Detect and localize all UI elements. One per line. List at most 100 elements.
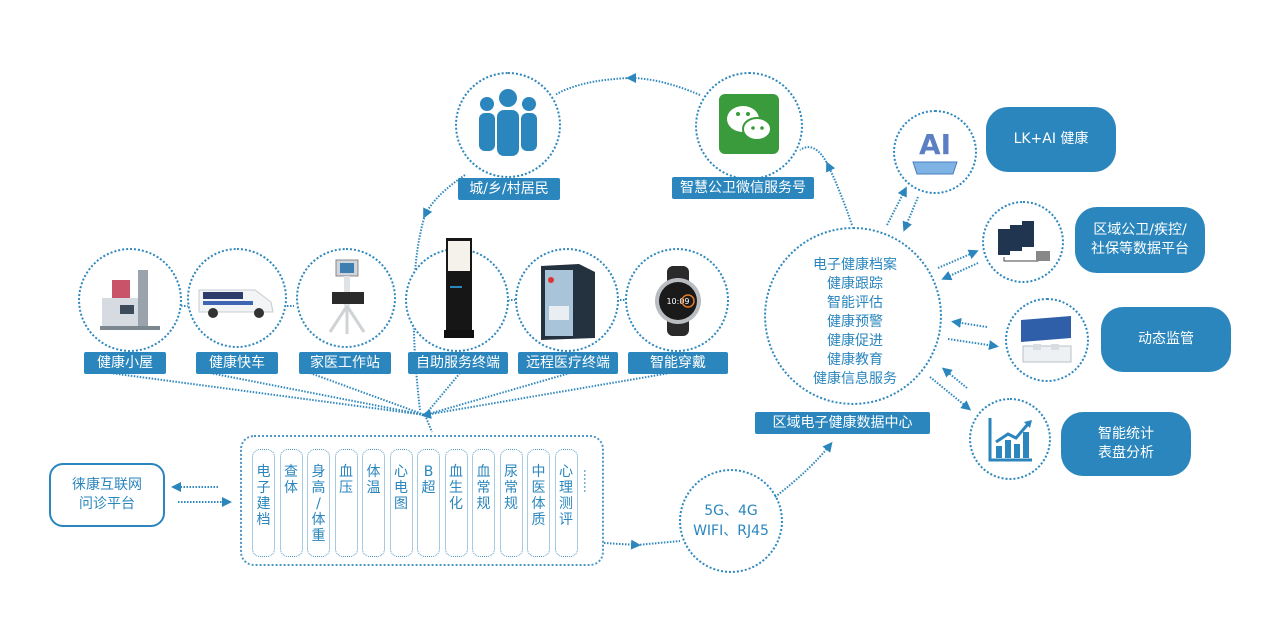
metric-char: 查: [284, 464, 298, 480]
data-center-service: 健康预警: [827, 314, 883, 330]
wechat-node: [695, 72, 803, 180]
network-line-1: 5G、4G: [704, 503, 758, 519]
people-group-icon: [479, 89, 537, 156]
metric-char: 化: [449, 496, 463, 512]
health-cabin-icon: [100, 270, 160, 330]
output-box-server[interactable]: 区域公卫/疾控/ 社保等数据平台: [1075, 207, 1205, 273]
arrow-ai-to-dc: [902, 196, 919, 232]
metric-char: 体: [531, 496, 546, 512]
metric-char: 高: [311, 480, 326, 496]
metric-char: 图: [394, 496, 408, 512]
data-center-service: 健康信息服务: [813, 371, 897, 387]
svg-text:AI: AI: [919, 128, 951, 161]
metric-item: 血压: [334, 449, 358, 557]
metric-char: 超: [421, 480, 436, 496]
link-telemed: [424, 372, 571, 416]
metric-char: 血: [339, 464, 353, 480]
metric-char: 建: [256, 496, 271, 512]
data-center-node: [764, 227, 942, 405]
data-center-label: 区域电子健康数据中心: [755, 412, 930, 434]
self-service-kiosk-icon: [444, 238, 474, 338]
metric-char: 质: [531, 512, 546, 528]
output-chart-line-2: 表盘分析: [1098, 445, 1154, 461]
metric-char: 体: [284, 480, 298, 496]
device-label-van: 健康快车: [196, 352, 278, 374]
metric-char: 心: [394, 464, 408, 480]
device-label-cabin: 健康小屋: [84, 352, 166, 374]
metric-item: 心电图: [389, 449, 413, 557]
metric-char: 血: [449, 464, 463, 480]
metric-char: 理: [559, 480, 573, 496]
metric-item: 身高/体重: [307, 449, 330, 557]
link-wearable: [421, 372, 671, 419]
metric-char: 医: [531, 480, 546, 496]
output-ai-text: LK+AI 健康: [1013, 131, 1089, 147]
inquiry-line-2: 问诊平台: [79, 496, 135, 512]
link-station: [309, 372, 426, 416]
device-label-kiosk: 自助服务终端: [408, 352, 508, 374]
metric-item: 电子建档: [252, 449, 275, 557]
metric-char: 电: [256, 464, 271, 480]
metric-char: 常: [504, 480, 518, 496]
metric-char: 测: [559, 496, 573, 512]
output-box-ai[interactable]: LK+AI 健康: [986, 107, 1116, 172]
metric-char: 压: [339, 480, 353, 496]
svg-text:10:09: 10:09: [666, 297, 689, 306]
metric-item: 查体: [279, 449, 303, 557]
doctor-workstation-icon: [328, 259, 366, 334]
growth-chart-icon: [988, 418, 1032, 462]
server-network-icon: [998, 221, 1050, 262]
health-van-icon: [198, 289, 274, 318]
output-server-line-1: 区域公卫/疾控/: [1093, 222, 1187, 238]
arc-datacenter-to-wechat: [826, 161, 853, 226]
device-node-wearable: 10:09: [625, 248, 729, 352]
output-box-chart[interactable]: 智能统计 表盘分析: [1061, 412, 1191, 476]
metric-char: 评: [559, 512, 573, 528]
link-kiosk: [424, 372, 461, 416]
inquiry-platform-box[interactable]: 徕康互联网 问诊平台: [49, 463, 165, 527]
metric-char: 体: [366, 464, 381, 480]
link-van: [209, 372, 426, 416]
metric-item: 尿常规: [499, 449, 523, 557]
link-cabin: [109, 372, 426, 416]
metric-char: 尿: [504, 464, 518, 480]
arrow-metrics-to-network: [603, 539, 641, 550]
metric-char: /: [316, 496, 321, 512]
metric-item: 血生化: [444, 449, 468, 557]
arrow-dc-to-ai: [886, 186, 907, 226]
telemedicine-booth-icon: [541, 264, 595, 340]
device-node-telemed: [515, 248, 619, 352]
arrow-server-to-dc: [941, 262, 979, 281]
data-center-service: 智能评估: [827, 295, 883, 311]
inquiry-line-1: 徕康互联网: [72, 477, 142, 493]
device-label-telemed: 远程医疗终端: [518, 352, 618, 374]
data-center-services: 电子健康档案健康跟踪智能评估健康预警健康促进健康教育健康信息服务: [790, 256, 920, 389]
metric-char: 子: [256, 480, 271, 496]
output-node-chart: [969, 398, 1051, 480]
output-monitor-text: 动态监管: [1138, 331, 1194, 347]
arrow-network-to-datacenter: [774, 441, 833, 498]
metric-item: 心理测评: [554, 449, 578, 557]
output-box-monitor[interactable]: 动态监管: [1101, 307, 1231, 372]
smartwatch-icon: 10:09: [655, 266, 701, 336]
output-node-server: [982, 201, 1064, 283]
metric-char: 温: [366, 480, 381, 496]
metric-char: 体: [311, 512, 326, 528]
metrics-more-ellipsis: ……: [581, 469, 595, 493]
device-node-station: [296, 248, 396, 348]
data-center-service: 健康跟踪: [827, 276, 883, 292]
network-node: 5G、4G WIFI、RJ45: [679, 469, 783, 573]
arrow-dc-to-server: [937, 249, 979, 269]
wechat-icon: [719, 94, 779, 154]
output-server-line-2: 社保等数据平台: [1091, 241, 1189, 257]
data-center-service: 健康教育: [827, 352, 883, 368]
data-center-service: 电子健康档案: [813, 257, 897, 273]
arrow-monitor-to-dc: [951, 317, 988, 328]
output-node-monitor: [1005, 298, 1089, 382]
metric-char: 规: [504, 496, 518, 512]
metric-item: 体温: [362, 449, 385, 557]
arrow-dc-to-chart: [929, 376, 972, 411]
output-node-ai: AI: [893, 110, 977, 194]
